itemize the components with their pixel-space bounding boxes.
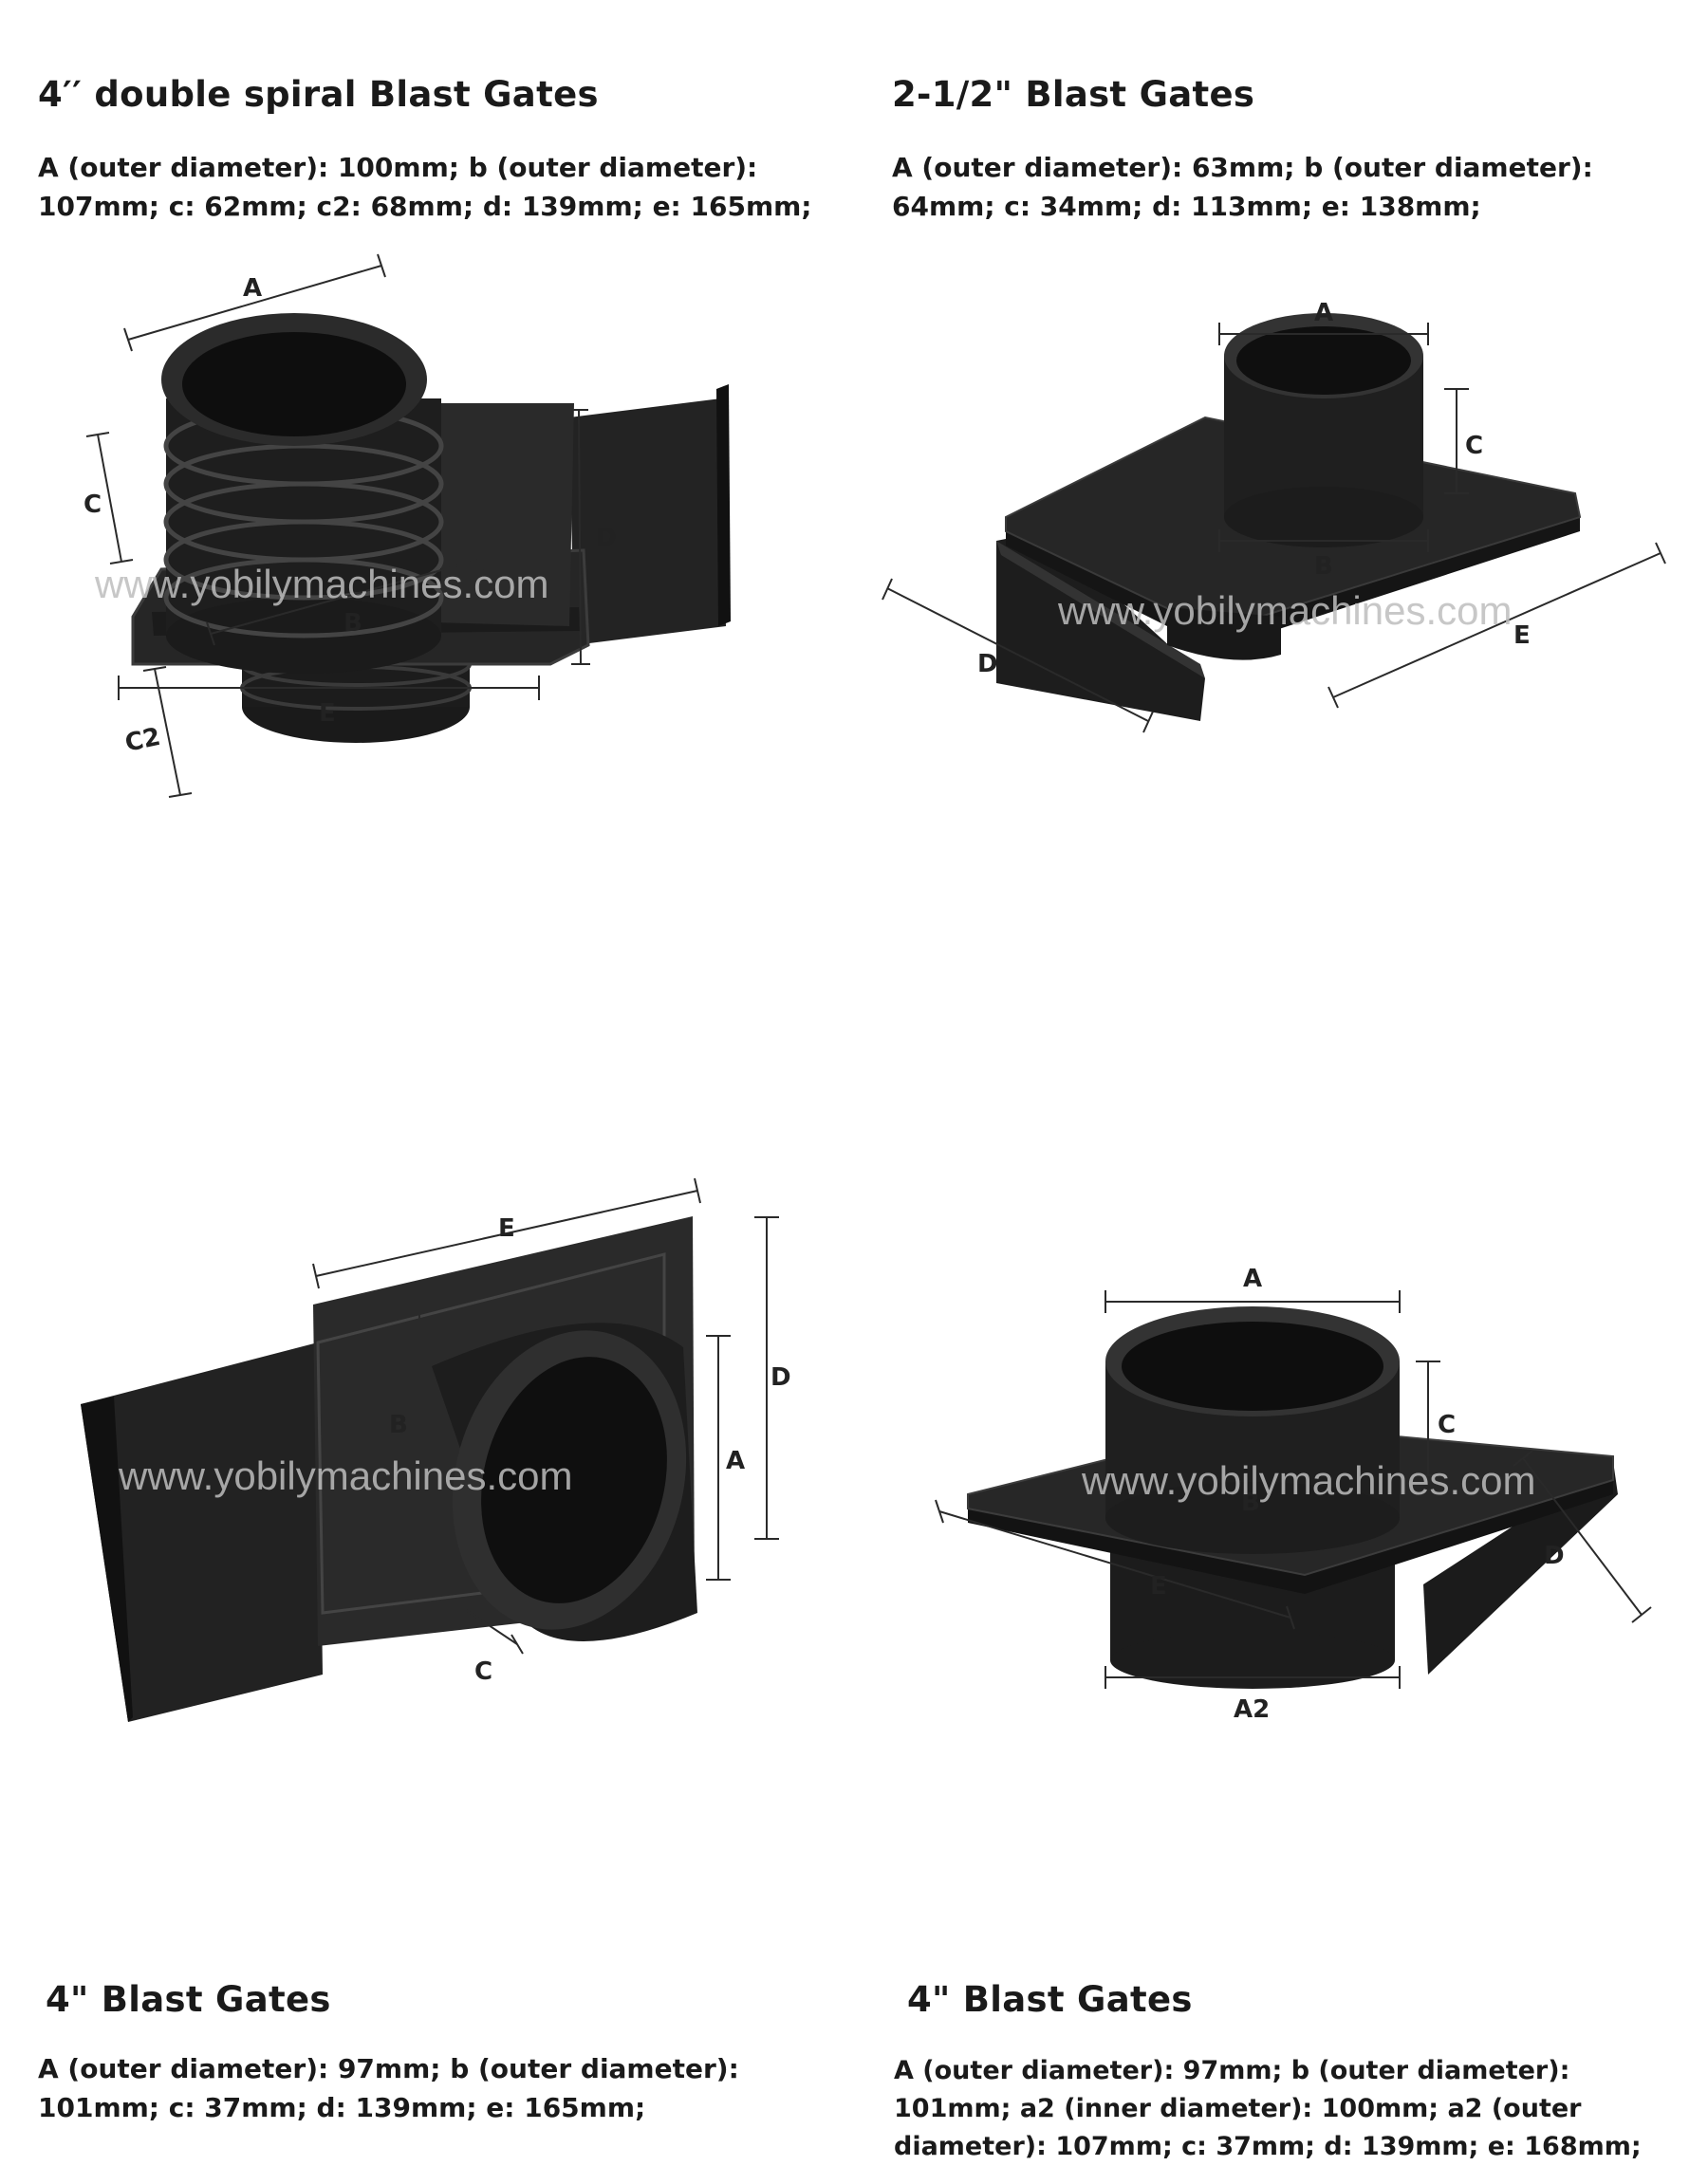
dim-label-d: D: [770, 1363, 791, 1392]
dim-label-a: A: [1243, 1265, 1262, 1293]
duct-opening: [481, 1357, 667, 1603]
watermark: www.yobilymachines.com: [118, 1453, 573, 1498]
slide-gate-tab: [81, 1342, 323, 1722]
duct-opening: [182, 332, 406, 436]
duct-opening: [1122, 1322, 1383, 1411]
dim-label-a: A: [726, 1447, 745, 1475]
2-5-inch-blast-gate-illustration: A C B D E www.yobilymachines.com: [882, 299, 1666, 733]
dim-label-a2: A2: [1234, 1695, 1270, 1724]
dim-label-c: C: [1465, 432, 1483, 460]
watermark: www.yobilymachines.com: [1057, 588, 1513, 633]
4-inch-blast-gate-side-illustration: E D B A C www.yobilymachines.com: [81, 1177, 791, 1722]
dim-label-c: C: [84, 491, 102, 519]
dim-label-a: A: [1314, 299, 1333, 327]
dim-label-d: D: [977, 650, 998, 678]
dim-label-b: B: [1314, 552, 1333, 581]
dim-label-d: D: [596, 524, 617, 552]
product-title: 4" Blast Gates: [907, 1979, 1193, 2020]
dim-label-e: E: [319, 699, 336, 728]
product-specs: A (outer diameter): 100mm; b (outer diam…: [38, 152, 812, 222]
product-specs: A (outer diameter): 97mm; b (outer diame…: [894, 2056, 1642, 2161]
dim-label-c2: C2: [122, 723, 163, 758]
4-inch-a2-blast-gate-illustration: A C B E D A2 www.yobilymachines.com: [935, 1265, 1652, 1724]
dim-label-b: B: [1241, 1489, 1260, 1517]
dim-label-b: B: [343, 609, 362, 638]
product-specs: A (outer diameter): 97mm; b (outer diame…: [38, 2053, 739, 2123]
product-specs: A (outer diameter): 63mm; b (outer diame…: [892, 152, 1593, 222]
dim-label-e: E: [498, 1214, 515, 1243]
product-title: 2-1/2" Blast Gates: [892, 74, 1255, 115]
duct-opening: [1236, 326, 1411, 395]
product-title: 4" Blast Gates: [46, 1979, 331, 2020]
product-title: 4′′ double spiral Blast Gates: [38, 74, 599, 115]
watermark: www.yobilymachines.com: [1081, 1458, 1536, 1503]
dim-label-c: C: [474, 1657, 492, 1686]
dim-label-b: B: [389, 1411, 408, 1439]
dim-label-c: C: [1438, 1411, 1456, 1439]
dim-label-a: A: [243, 274, 262, 303]
watermark: www.yobilymachines.com: [94, 562, 549, 606]
dim-label-d: D: [1544, 1542, 1565, 1570]
double-spiral-blast-gate-illustration: A C D B E C2 www.yobilymachines.com: [84, 253, 731, 798]
slide-gate-tab: [1423, 1461, 1618, 1675]
product-panel-double-spiral: 4′′ double spiral Blast Gates A (outer d…: [0, 0, 854, 949]
dim-label-e: E: [1513, 621, 1531, 650]
product-panel-2-5-inch: 2-1/2" Blast Gates A (outer diameter): 6…: [854, 0, 1708, 949]
dim-label-e: E: [1150, 1572, 1167, 1601]
slide-gate-tab: [569, 398, 726, 645]
